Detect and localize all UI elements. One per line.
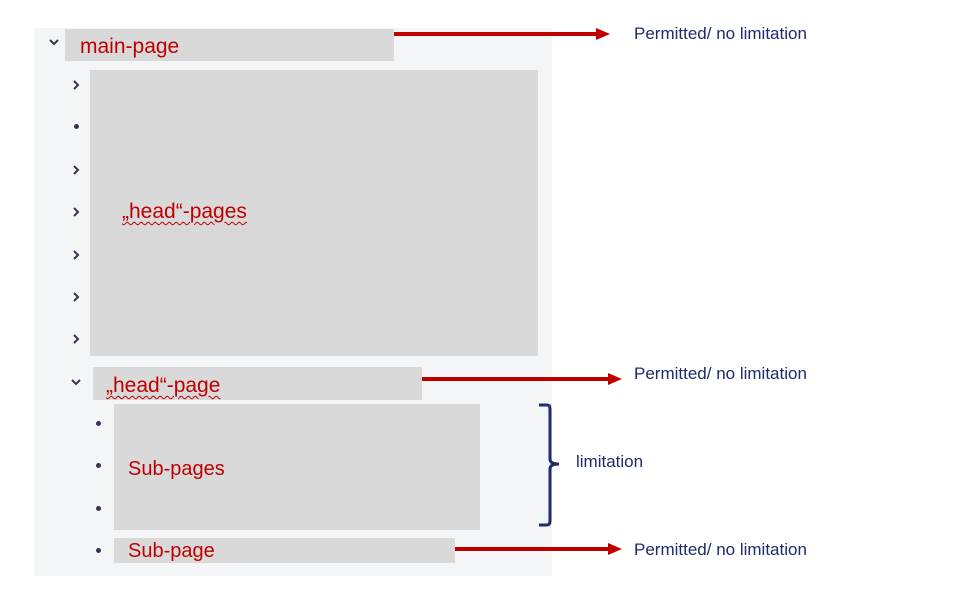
- main-page-box[interactable]: [65, 29, 394, 61]
- chevron-right-icon[interactable]: [68, 289, 84, 305]
- annotation-limitation: limitation: [576, 452, 644, 471]
- head-pages-box: [90, 70, 538, 356]
- chevron-right-icon[interactable]: [68, 247, 84, 263]
- chevron-down-icon[interactable]: [68, 374, 84, 390]
- sub-page-label: Sub-page: [128, 540, 215, 562]
- annotation-sub: Permitted/ no limitation: [634, 540, 807, 559]
- sub-pages-label: Sub-pages: [128, 458, 225, 480]
- chevron-right-icon[interactable]: [68, 162, 84, 178]
- head-page-box[interactable]: [93, 367, 422, 400]
- arrow-right-icon: [394, 28, 610, 40]
- main-page-label: main-page: [80, 35, 180, 58]
- arrow-right-icon: [455, 543, 622, 555]
- chevron-right-icon[interactable]: [68, 331, 84, 347]
- head-page-label: „head“-page: [106, 375, 220, 396]
- annotation-head: Permitted/ no limitation: [634, 364, 807, 383]
- bullet-icon: [74, 124, 79, 129]
- right-brace-icon: [539, 403, 560, 527]
- chevron-down-icon[interactable]: [46, 34, 62, 50]
- head-page-text: „head“-page: [106, 374, 221, 397]
- sub-pages-box: [114, 404, 480, 530]
- chevron-right-icon[interactable]: [68, 77, 84, 93]
- sub-page-box[interactable]: [114, 538, 455, 563]
- chevron-right-icon[interactable]: [68, 204, 84, 220]
- bullet-icon: [96, 506, 101, 511]
- head-pages-label: „head“-pages: [122, 201, 247, 222]
- head-pages-text: „head“-pages: [122, 200, 247, 223]
- arrow-right-icon: [422, 373, 622, 385]
- annotation-main: Permitted/ no limitation: [634, 24, 807, 43]
- bullet-icon: [96, 421, 101, 426]
- bullet-icon: [96, 548, 101, 553]
- bullet-icon: [96, 463, 101, 468]
